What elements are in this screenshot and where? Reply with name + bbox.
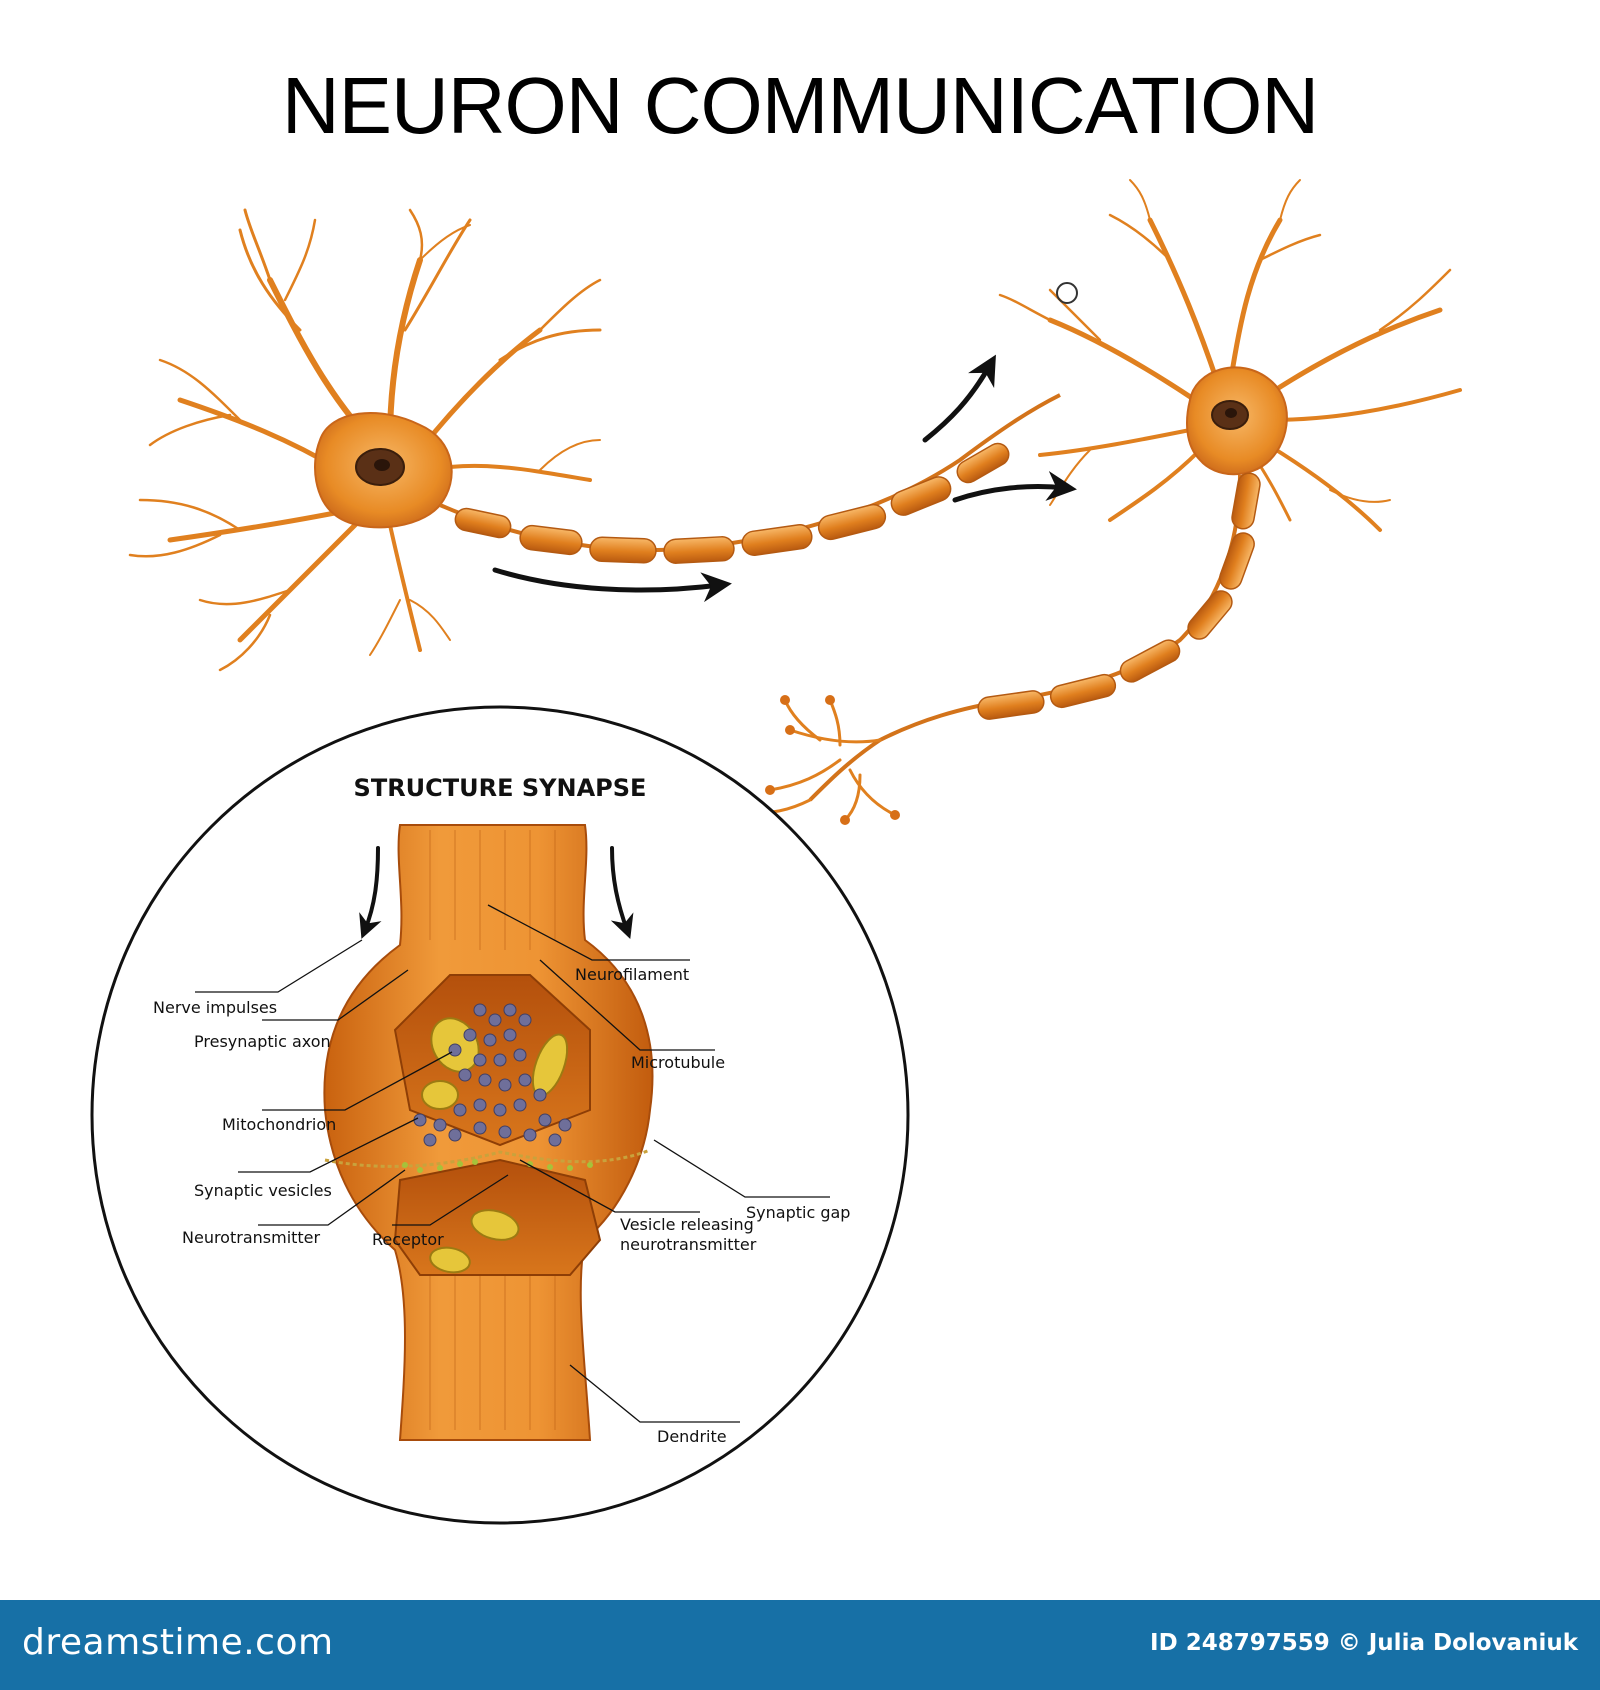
right-dendrites — [998, 179, 1462, 532]
label-microtubule: Microtubule — [631, 1053, 725, 1072]
neurotransmitters — [402, 1159, 593, 1173]
label-synaptic-gap: Synaptic gap — [746, 1203, 850, 1222]
arrow-icon — [952, 471, 1077, 503]
right-neuron — [998, 179, 1462, 532]
footer-bar: dreamstime.com ID 248797559 © Julia Dolo… — [0, 1600, 1600, 1690]
arrow-icon — [922, 354, 996, 443]
left-neuron — [128, 208, 602, 672]
label-nerve-impulses: Nerve impulses — [153, 998, 277, 1017]
label-neurotransmitter: Neurotransmitter — [182, 1228, 321, 1247]
signal-direction-arrows — [492, 354, 1077, 603]
axon-terminals — [743, 698, 897, 822]
label-receptor: Receptor — [372, 1230, 444, 1249]
synapse-labels: Neurofilament Nerve impulses Presynaptic… — [153, 965, 850, 1446]
myelinated-axon-2 — [740, 472, 1261, 825]
myelinated-axon-1 — [439, 393, 1061, 564]
label-presynaptic-axon: Presynaptic axon — [194, 1032, 331, 1051]
synaptic-gap — [324, 1148, 651, 1168]
label-vesicle-releasing: Vesicle releasing — [620, 1215, 754, 1234]
label-neurofilament: Neurofilament — [575, 965, 689, 984]
page-title: NEURON COMMUNICATION — [281, 61, 1319, 150]
footer-credit: ID 248797559 © Julia Dolovaniuk — [1150, 1630, 1578, 1656]
arrow-icon — [492, 567, 732, 603]
synaptic-vesicles — [413, 1003, 572, 1147]
label-synaptic-vesicles: Synaptic vesicles — [194, 1181, 332, 1200]
label-vesicle-releasing-2: neurotransmitter — [620, 1235, 757, 1254]
arrow-icon — [359, 846, 382, 939]
footer-brand[interactable]: dreamstime.com — [22, 1622, 334, 1663]
synapse-inset: STRUCTURE SYNAPSE — [90, 705, 910, 1525]
inset-title: STRUCTURE SYNAPSE — [354, 774, 647, 802]
label-dendrite: Dendrite — [657, 1427, 727, 1446]
neuron-illustration: STRUCTURE SYNAPSE — [90, 179, 1462, 1525]
label-mitochondrion: Mitochondrion — [222, 1115, 336, 1134]
arrow-icon — [610, 846, 634, 940]
leader-lines — [195, 904, 830, 1423]
